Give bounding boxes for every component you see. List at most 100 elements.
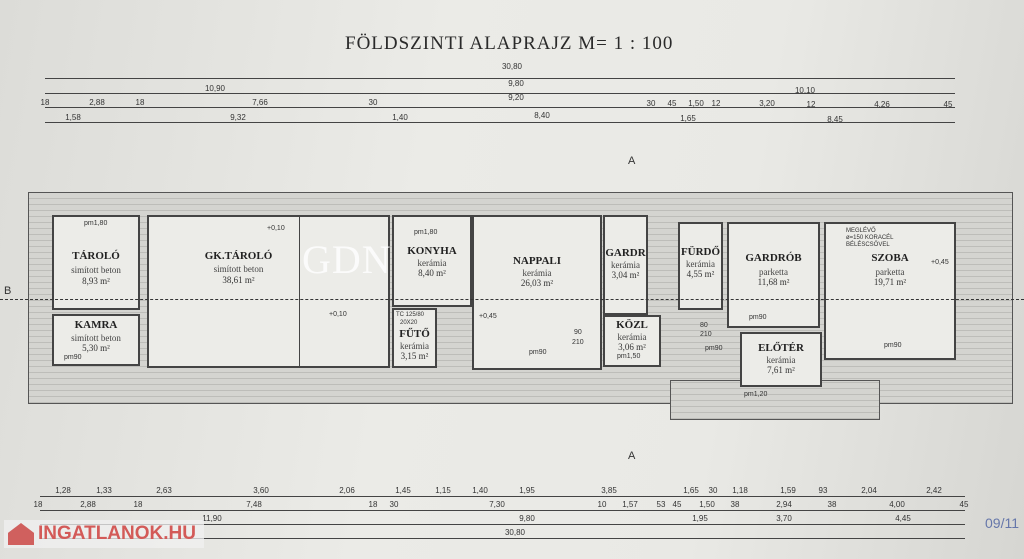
- dimension-label: 8,45: [827, 115, 843, 124]
- dimension-label: 12: [711, 99, 721, 108]
- dimension-label: 1,95: [692, 514, 708, 523]
- room-area: 4,55 m²: [686, 269, 715, 279]
- divider-line: [299, 217, 300, 366]
- dimension-label: 2,63: [156, 486, 172, 495]
- dimension-line: [40, 510, 965, 511]
- room-kamra: KAMRA simított beton 5,30 m² pm90: [52, 314, 140, 366]
- dimension-label: 45: [672, 500, 682, 509]
- dimension-label: 30: [708, 486, 718, 495]
- dimension-label: 3,70: [776, 514, 792, 523]
- section-marker-a: A: [628, 155, 636, 167]
- dimension-label: 38: [827, 500, 837, 509]
- dimension-label: 2,42: [926, 486, 942, 495]
- opening-label: pm90: [884, 342, 902, 349]
- dimension-label: 18: [133, 500, 143, 509]
- dimension-label: 18: [368, 500, 378, 509]
- boiler-label: 20X20: [400, 320, 418, 326]
- room-area: 3,15 m²: [400, 351, 429, 361]
- dimension-line: [40, 524, 965, 525]
- room-material: kerámia: [522, 268, 552, 278]
- room-material: kerámia: [400, 341, 429, 351]
- room-area: 7,61 m²: [767, 365, 795, 375]
- dimension-line: [40, 538, 965, 539]
- dimension-label: 8,40: [534, 111, 550, 120]
- stamp-number: 09/11: [985, 515, 1019, 531]
- room-material: simított beton: [213, 264, 264, 274]
- room-eloter: ELŐTÉR kerámia 7,61 m²: [740, 332, 822, 387]
- room-name: KÖZL: [616, 319, 648, 331]
- dimension-label: 1,57: [622, 500, 638, 509]
- room-name: GARDR: [605, 247, 646, 259]
- dimension-label: 2,04: [861, 486, 877, 495]
- opening-label: pm1,80: [84, 220, 108, 227]
- room-nappali: NAPPALI kerámia 26,03 m² +0,45 90 210 pm…: [472, 215, 602, 370]
- dimension-label: 2,94: [776, 500, 792, 509]
- dimension-label: 1,95: [519, 486, 535, 495]
- dimension-label: 1,28: [55, 486, 71, 495]
- section-marker-b: B: [4, 285, 12, 297]
- dimension-line: [45, 122, 955, 123]
- dimension-label: 38: [730, 500, 740, 509]
- chimney-note: ø=150 KORACÉL: [846, 235, 894, 241]
- room-area: 26,03 m²: [520, 278, 554, 288]
- room-gardr: GARDR kerámia 3,04 m²: [603, 215, 648, 315]
- room-kozl: KÖZL kerámia 3,06 m² pm1,50: [603, 315, 661, 367]
- dimension-label: 7,66: [252, 98, 268, 107]
- opening-label: pm1,20: [744, 391, 768, 398]
- dimension-label: 1,65: [680, 114, 696, 123]
- dimension-label: 1,58: [65, 113, 81, 122]
- room-name: FÜRDŐ: [680, 246, 721, 258]
- room-name: KAMRA: [74, 319, 118, 331]
- dimension-label: 1,40: [392, 113, 408, 122]
- opening-label: pm1,80: [414, 229, 438, 236]
- room-name: GARDRÓB: [745, 252, 802, 264]
- room-area: 38,61 m²: [222, 275, 255, 285]
- level-label: +0,10: [267, 225, 285, 232]
- room-material: kerámia: [617, 332, 647, 342]
- room-gk-taroló: GK.TÁROLÓ simított beton 38,61 m² +0,10 …: [147, 215, 390, 368]
- room-material: simított beton: [71, 265, 121, 275]
- door-width-label: 80: [700, 322, 708, 329]
- section-axis-b: [0, 299, 1024, 300]
- dimension-label: 3,60: [253, 486, 269, 495]
- room-area: 19,71 m²: [873, 277, 907, 287]
- room-furdo: FÜRDŐ kerámia 4,55 m²: [678, 222, 723, 310]
- room-szoba: MEGLÉVŐ ø=150 KORACÉL BÉLÉSCSŐVEL SZOBA …: [824, 222, 956, 360]
- room-area: 8,40 m²: [418, 268, 446, 278]
- watermark-text: INGATLANOK.HU: [38, 523, 196, 544]
- dimension-line: [45, 107, 955, 108]
- dimension-label: 1,50: [699, 500, 715, 509]
- room-gardrob: GARDRÓB parketta 11,68 m² pm90: [727, 222, 820, 328]
- dimension-label: 7,30: [489, 500, 505, 509]
- dimension-label: 1,40: [472, 486, 488, 495]
- dimension-label: 2,88: [80, 500, 96, 509]
- dimension-label: 4,00: [889, 500, 905, 509]
- room-konyha: pm1,80 KONYHA kerámia 8,40 m²: [392, 215, 472, 307]
- room-name: ELŐTÉR: [758, 342, 804, 354]
- dimension-label: 3,20: [759, 99, 775, 108]
- room-area: 5,30 m²: [82, 343, 110, 353]
- opening-label: pm1,50: [617, 353, 641, 360]
- room-name: TÁROLÓ: [72, 250, 120, 262]
- dimension-label: 9,80: [508, 79, 524, 88]
- dimension-label: 30: [389, 500, 399, 509]
- dimension-label: 10,10: [794, 86, 816, 95]
- room-material: kerámia: [611, 260, 640, 270]
- dimension-label: 1,50: [688, 99, 704, 108]
- room-material: parketta: [875, 267, 905, 277]
- level-label: +0,10: [329, 311, 347, 318]
- room-name: SZOBA: [871, 252, 909, 264]
- opening-label: pm90: [529, 349, 547, 356]
- dimension-label: 18: [40, 98, 50, 107]
- dimension-label: 10,90: [204, 84, 226, 93]
- dimension-label: 45: [667, 99, 677, 108]
- dimension-label: 9,20: [508, 93, 524, 102]
- chimney-note: MEGLÉVŐ: [846, 228, 876, 234]
- house-icon: [8, 523, 34, 545]
- dimension-label: 1,33: [96, 486, 112, 495]
- dimension-label: 30,80: [504, 528, 526, 537]
- dimension-label: 1,15: [435, 486, 451, 495]
- plan-title: FÖLDSZINTI ALAPRAJZ M= 1 : 100: [345, 33, 674, 54]
- level-label: +0,45: [931, 259, 949, 266]
- room-name: KONYHA: [407, 245, 457, 257]
